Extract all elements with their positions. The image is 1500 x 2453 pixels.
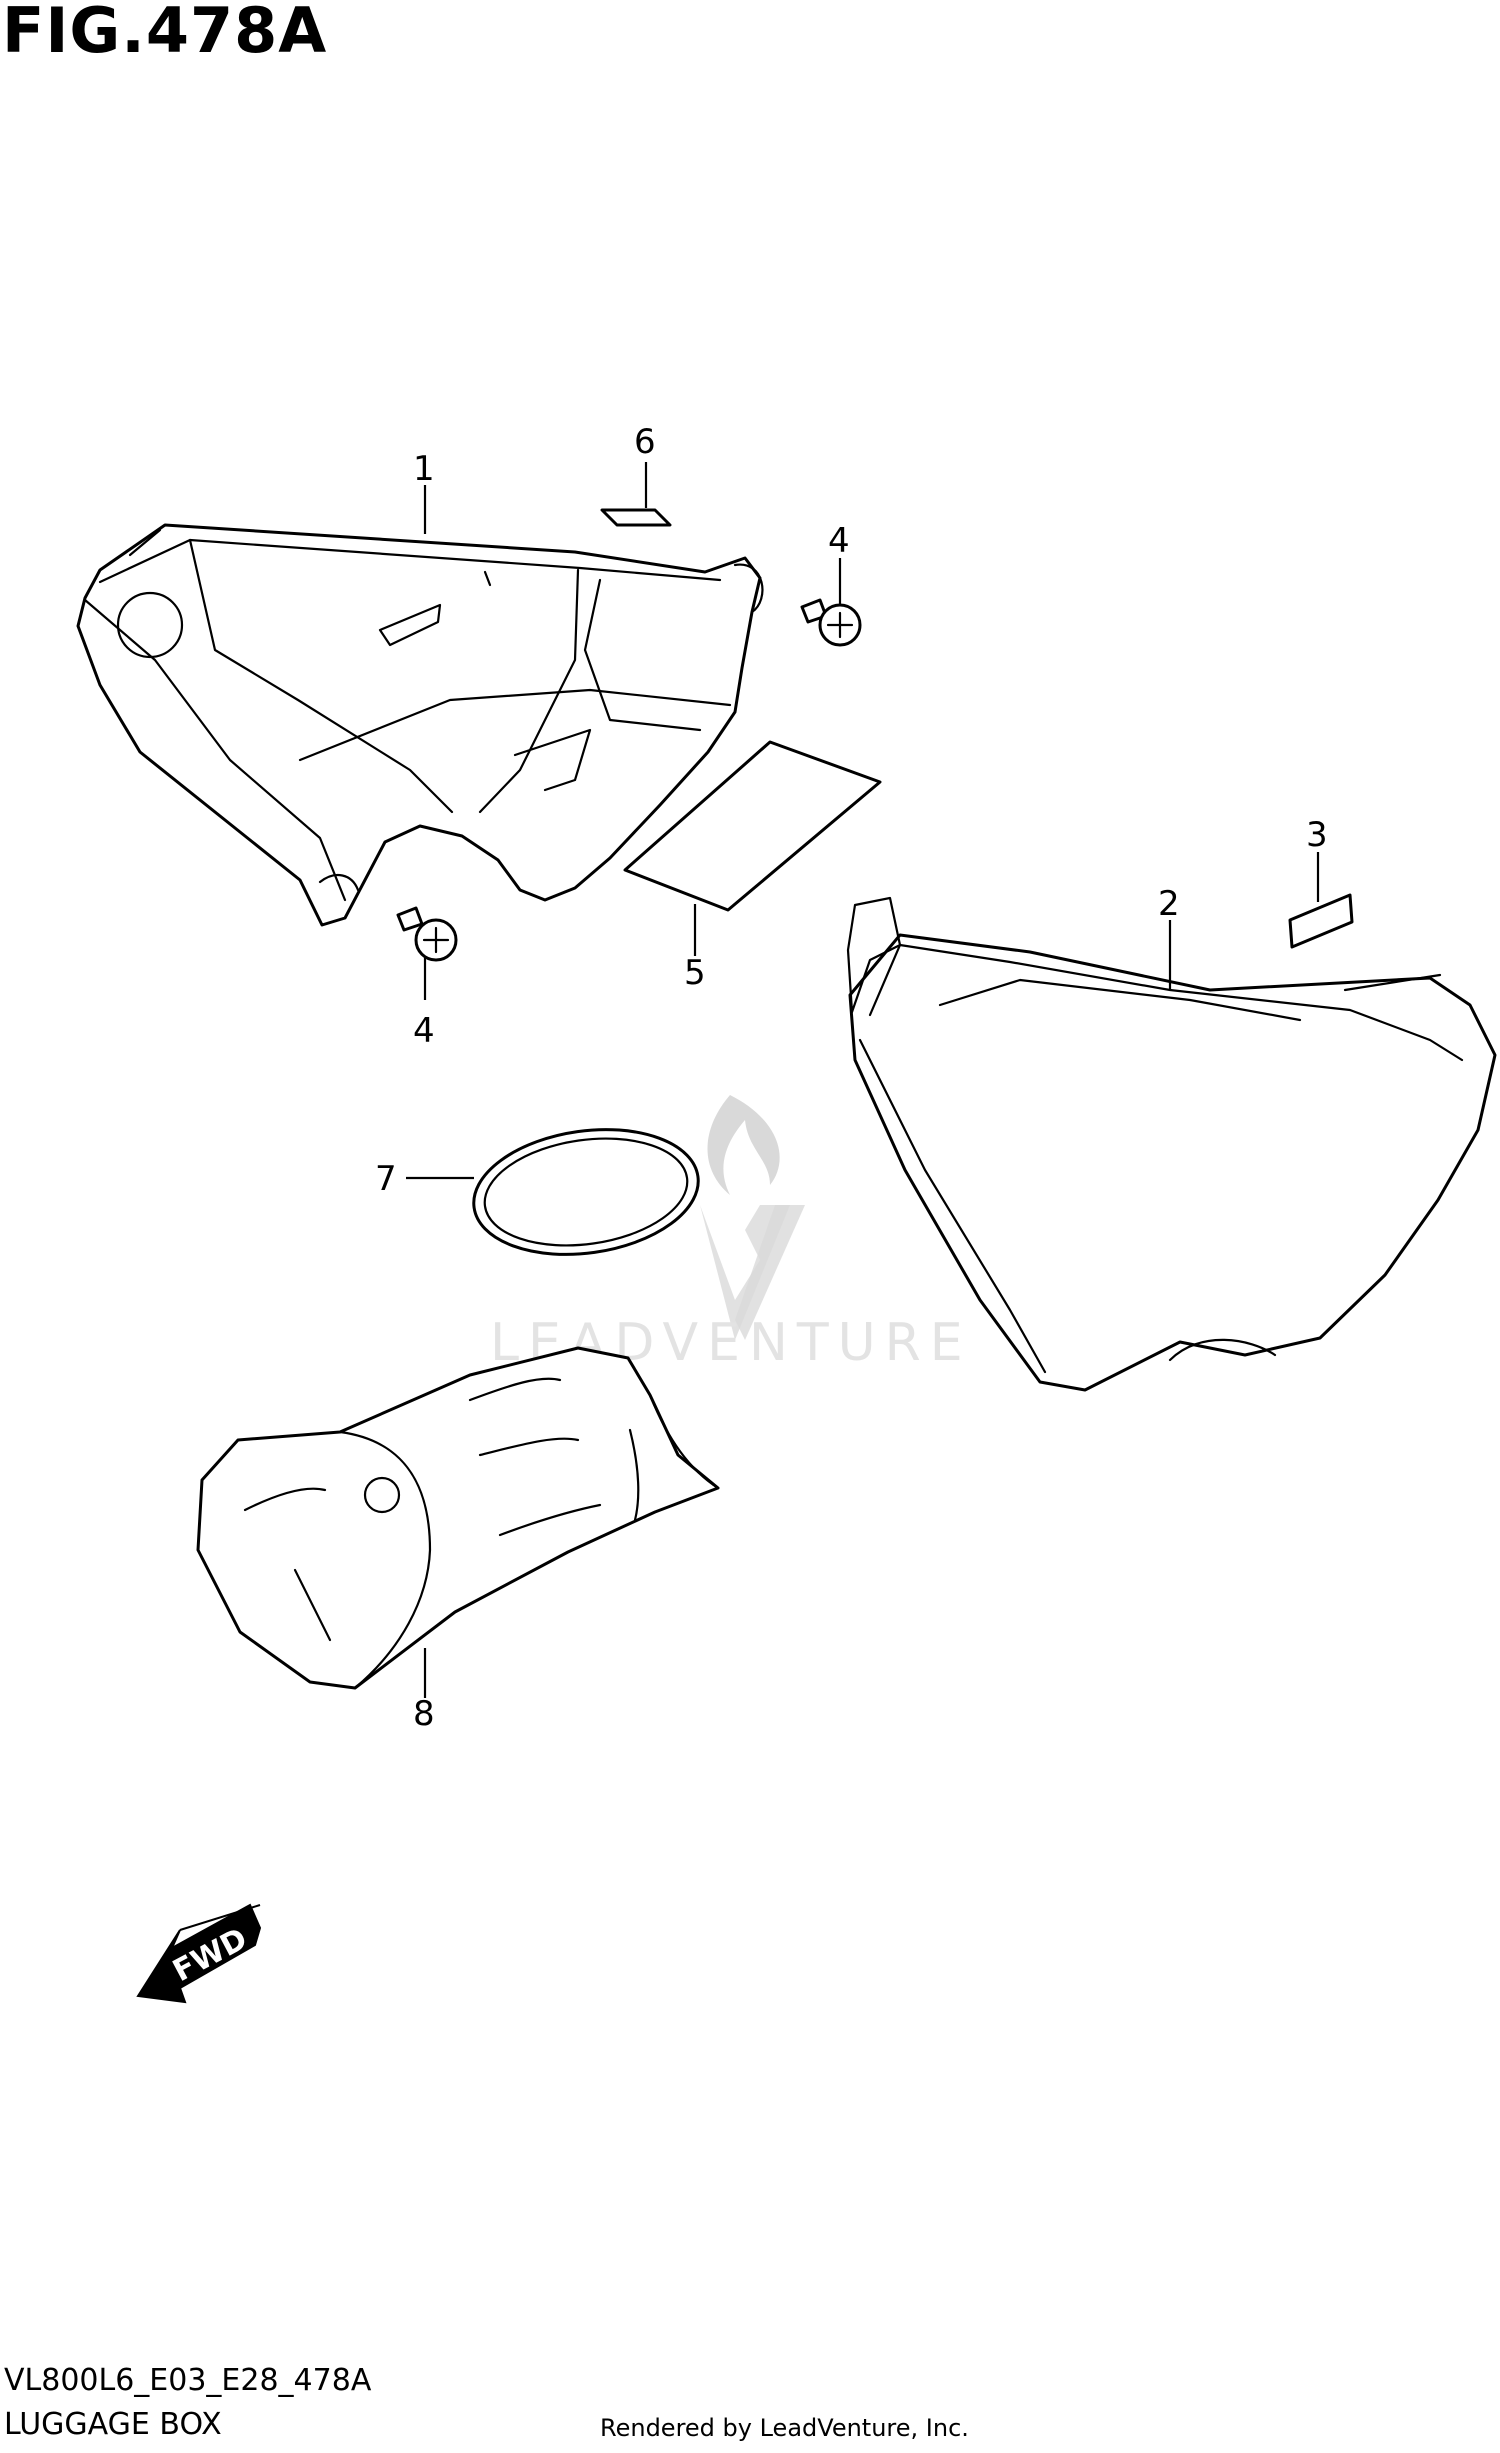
callout-1: 1	[413, 449, 435, 489]
figure-code: VL800L6_E03_E28_478A	[4, 2363, 372, 2398]
cover-bag-part[interactable]	[196, 1346, 720, 1690]
callout-4-lower: 4	[413, 1011, 435, 1051]
callout-5: 5	[684, 953, 706, 993]
callout-labels: 1 2 3 4 4 5 6 7 8	[375, 422, 1328, 1734]
figure-name: LUGGAGE BOX	[4, 2407, 222, 2442]
gasket-ring-part[interactable]	[466, 1116, 707, 1268]
pad-part[interactable]	[623, 740, 882, 912]
callout-7: 7	[375, 1159, 397, 1199]
small-plate-part[interactable]	[600, 508, 672, 527]
callout-4-upper: 4	[828, 521, 850, 561]
credit-text: Rendered by LeadVenture, Inc.	[600, 2414, 969, 2442]
callout-2: 2	[1158, 884, 1180, 924]
fwd-arrow: FWD	[136, 1903, 262, 2004]
callout-8: 8	[413, 1694, 435, 1734]
emblem-part[interactable]	[1288, 893, 1354, 949]
leader-lines	[406, 462, 1320, 1698]
screw-lower-part[interactable]	[396, 906, 458, 962]
screw-upper-part[interactable]	[800, 598, 862, 647]
side-cover-part[interactable]	[846, 896, 1497, 1392]
callout-6: 6	[634, 422, 656, 462]
callout-3: 3	[1306, 815, 1328, 855]
luggage-box-part[interactable]	[76, 523, 764, 927]
figure-title: FIG.478A	[2, 0, 328, 67]
watermark-logo	[700, 1095, 805, 1340]
